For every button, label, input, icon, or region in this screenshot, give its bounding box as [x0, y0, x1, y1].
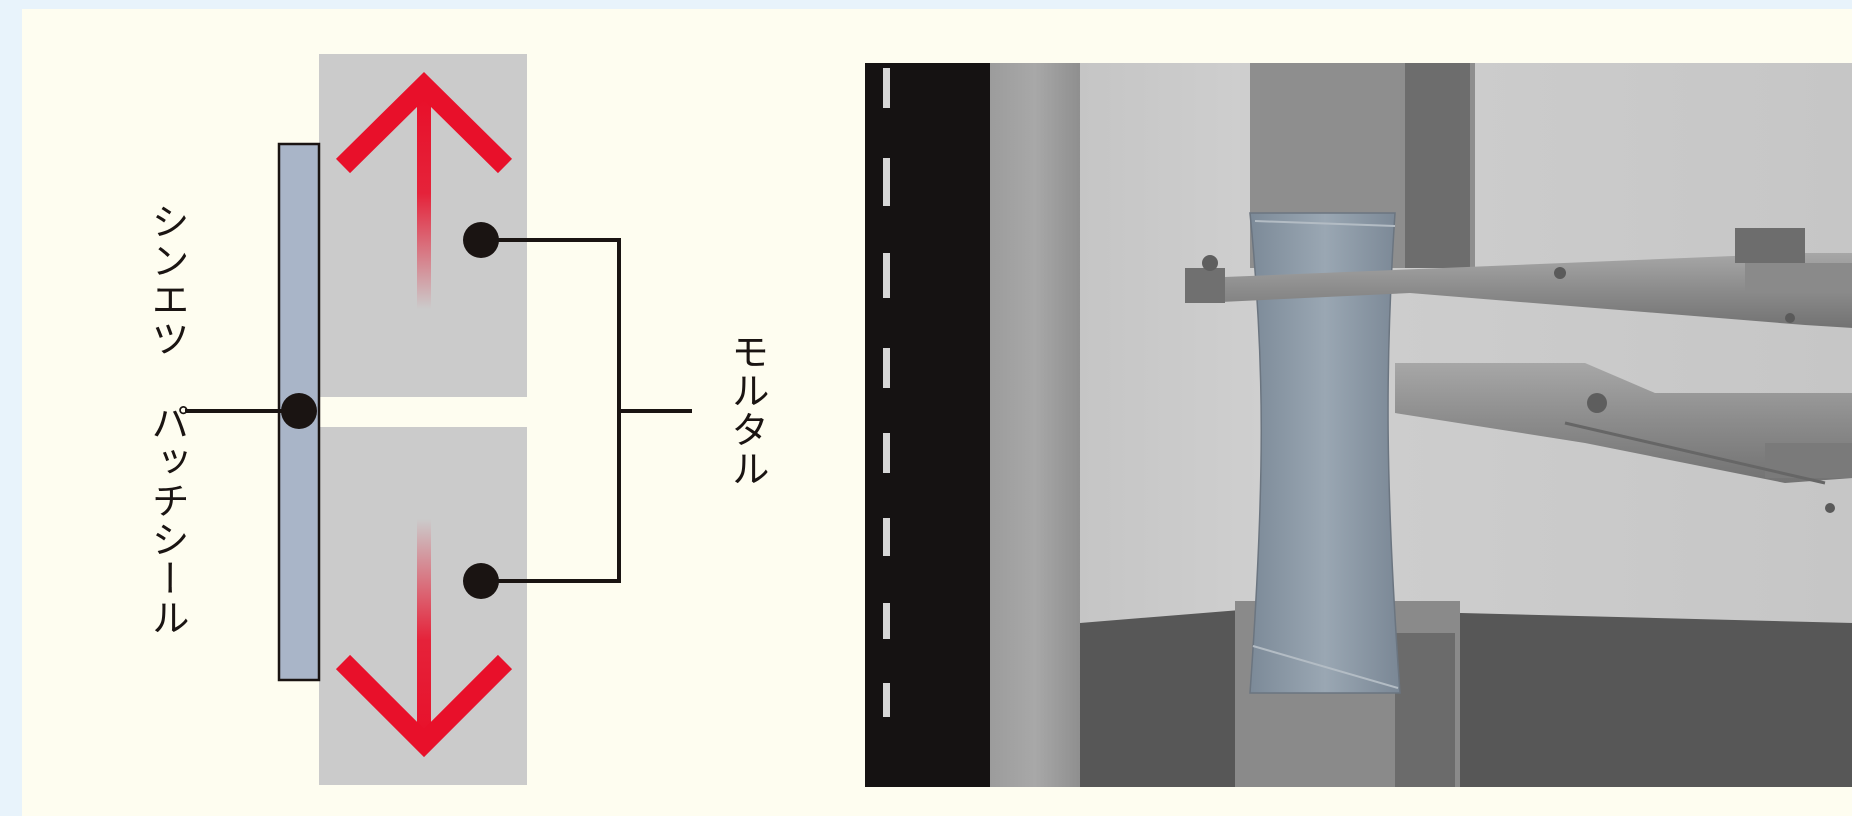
- arrow-up-icon: [335, 71, 513, 309]
- sealant-label: シンエツ パッチシール: [145, 202, 189, 637]
- mortar-leader-bracket: [463, 222, 692, 599]
- sealant-leader-dot: [281, 393, 317, 429]
- figure-panel: シンエツ パッチシール モルタル: [22, 9, 1852, 816]
- mortar-label: モルタル: [725, 332, 769, 488]
- tensile-test-photo: [865, 63, 1852, 787]
- arrow-down-icon: [335, 519, 513, 758]
- tensile-test-diagram: [185, 54, 692, 785]
